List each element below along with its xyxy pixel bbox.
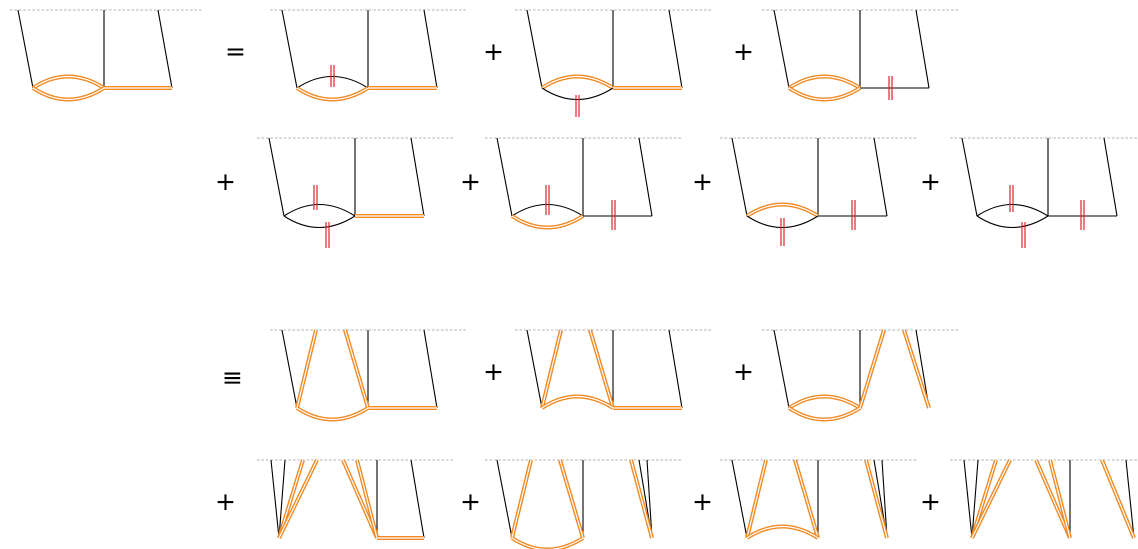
diagram-r4-1: [257, 459, 453, 540]
equals-sign: =: [225, 37, 246, 66]
diagram-r1-2: [515, 9, 711, 117]
diagram-r2-2: [485, 137, 681, 230]
diagram-r4-2: [485, 459, 681, 549]
diagram-r2-1: [257, 137, 453, 248]
plus-sign: +: [460, 487, 481, 516]
diagram-r3-1: [270, 329, 466, 422]
equivalence-sign: ≡: [222, 363, 243, 392]
diagram-r2-3: [720, 137, 916, 246]
diagram-r3-3: [762, 329, 958, 422]
plus-sign: +: [483, 37, 504, 66]
diagram-r1-1: [270, 9, 466, 102]
plus-sign: +: [483, 357, 504, 386]
diagram-lhs: [10, 9, 202, 102]
diagram-r1-3: [762, 9, 958, 102]
plus-sign: +: [692, 167, 713, 196]
diagram-r3-2: [515, 329, 711, 410]
plus-sign: +: [733, 357, 754, 386]
diagram-r4-4: [950, 459, 1138, 539]
diagram-r2-4: [950, 137, 1138, 248]
diagram-r4-3: [720, 459, 916, 540]
plus-sign: +: [215, 487, 236, 516]
plus-sign: +: [692, 487, 713, 516]
plus-sign: +: [920, 487, 941, 516]
plus-sign: +: [733, 37, 754, 66]
plus-sign: +: [460, 167, 481, 196]
plus-sign: +: [920, 167, 941, 196]
plus-sign: +: [215, 167, 236, 196]
